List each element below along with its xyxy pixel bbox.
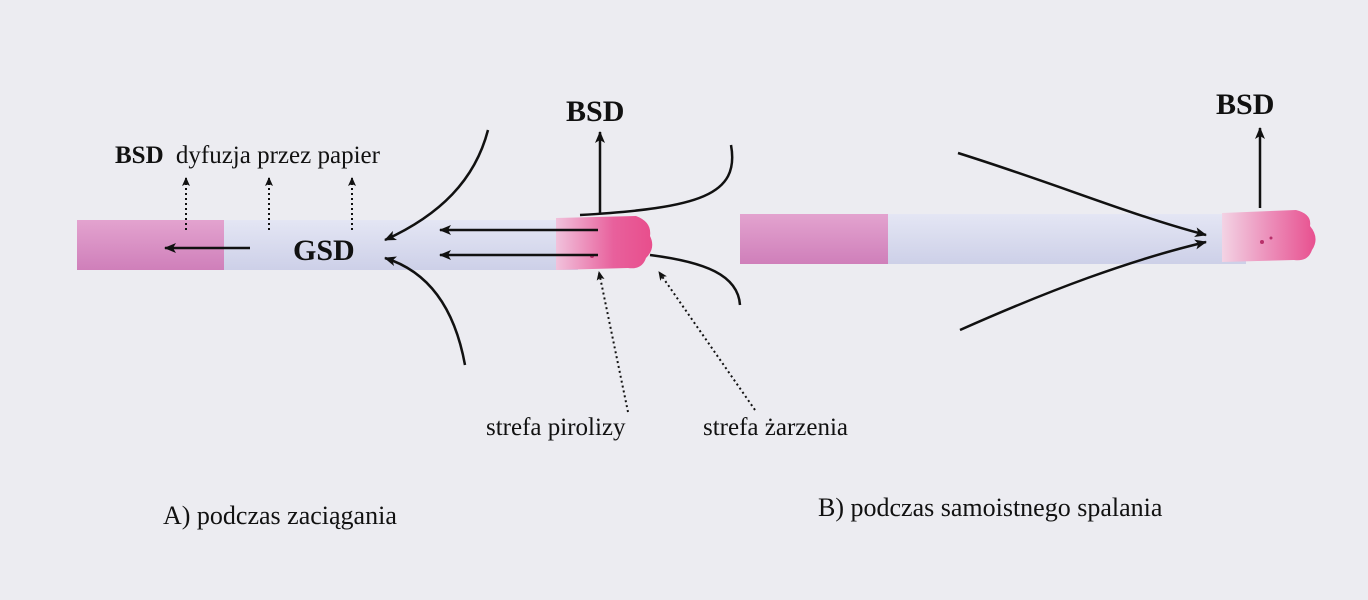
cigarette-a: [77, 216, 653, 270]
cigarette-filter-b: [740, 214, 888, 264]
panel-a: BSD BSD dyfuzja przez papier GSD strefa …: [77, 95, 848, 530]
pyrolysis-zone-label: strefa pirolizy: [486, 414, 626, 441]
bsd-label-side: BSD: [115, 142, 164, 169]
air-inflow-lower-right-curve: [649, 253, 742, 306]
glow-zone-label: strefa żarzenia: [703, 414, 848, 441]
burning-tip-b: [1222, 210, 1316, 262]
caption-b: B) podczas samoistnego spalania: [818, 493, 1163, 522]
burning-tip-a: [556, 216, 653, 270]
cigarette-b: [740, 210, 1316, 264]
air-inflow-upper-curve: [384, 129, 490, 242]
gsd-label: GSD: [293, 234, 355, 267]
air-inflow-lower-curve-b: [959, 239, 1207, 332]
pyrolysis-pointer: [596, 271, 629, 413]
bsd-label-top-a: BSD: [566, 95, 624, 128]
diffusion-label: BSD dyfuzja przez papier: [115, 142, 381, 169]
caption-a: A) podczas zaciągania: [163, 501, 397, 530]
cigarette-paper-a: [222, 220, 578, 270]
glow-pointer: [658, 271, 756, 411]
air-inflow-upper-right-curve: [579, 144, 734, 217]
ember-spot: [1269, 236, 1273, 240]
air-inflow-lower-curve: [384, 256, 467, 366]
bsd-label-top-b: BSD: [1216, 88, 1274, 121]
ember-spot: [1260, 240, 1264, 244]
air-inflow-upper-curve-b: [957, 151, 1207, 238]
diffusion-text: dyfuzja przez papier: [176, 142, 381, 169]
cigarette-paper-b: [886, 214, 1246, 264]
cigarette-filter-a: [77, 220, 224, 270]
panel-b: BSD B) podczas samoistnego spalania: [740, 88, 1316, 522]
